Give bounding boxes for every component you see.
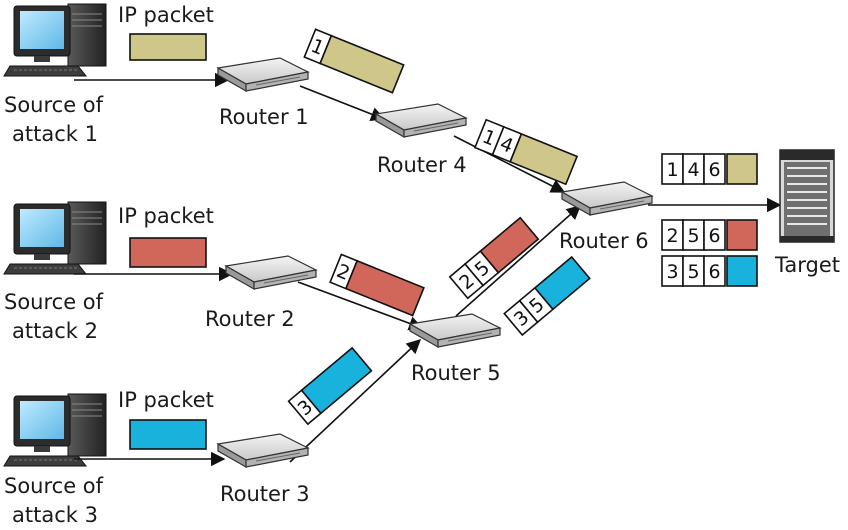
link-router1-router4 xyxy=(299,85,386,121)
marked-packet: 14 xyxy=(473,118,579,186)
transit-packets: 1 14 2 25 3 35 xyxy=(287,28,591,426)
router-4: Router 4 xyxy=(375,103,467,177)
target-label: Target xyxy=(774,253,840,277)
router-mark: 4 xyxy=(687,159,699,181)
router-icon xyxy=(217,433,309,468)
router-1: Router 1 xyxy=(217,57,309,129)
router-label: Router 1 xyxy=(219,105,309,129)
packet-body xyxy=(726,255,758,287)
source-label-line2: attack 1 xyxy=(12,122,98,146)
router-2: Router 2 xyxy=(205,255,317,331)
packet-body xyxy=(726,219,758,251)
router-mark: 6 xyxy=(708,225,720,247)
ip-packet-label: IP packet xyxy=(118,3,214,27)
packet-body xyxy=(300,346,373,415)
link-router2-router5 xyxy=(297,281,424,331)
packet-body xyxy=(319,34,405,94)
packet-body xyxy=(533,255,591,311)
ip-packet-label: IP packet xyxy=(118,204,214,228)
source-1: Source of attack 1 IP packet xyxy=(3,3,214,146)
mark-cell xyxy=(703,219,726,251)
router-mark: 6 xyxy=(708,261,720,283)
computer-icon xyxy=(3,393,107,467)
ip-packet xyxy=(129,237,207,268)
mark-cell xyxy=(703,255,726,287)
source-label-line2: attack 3 xyxy=(12,503,98,527)
computer-icon xyxy=(3,201,107,275)
router-icon xyxy=(409,313,501,348)
router-label: Router 4 xyxy=(377,153,467,177)
source-3: Source of attack 3 IP packet xyxy=(3,388,214,527)
router-icon xyxy=(217,57,309,92)
link-router5-router6 xyxy=(455,205,582,317)
router-6: Router 6 xyxy=(559,181,653,253)
packet-body xyxy=(509,132,579,186)
ip-packet-label: IP packet xyxy=(118,388,214,412)
source-label-line1: Source of xyxy=(4,93,104,117)
computer-icon xyxy=(3,3,107,77)
ip-packet xyxy=(129,33,207,61)
packet-body xyxy=(344,259,425,317)
router-mark: 6 xyxy=(708,159,720,181)
marked-packet: 3 xyxy=(287,346,373,426)
router-3: Router 3 xyxy=(217,433,310,506)
marked-packet: 35 xyxy=(503,255,591,337)
router-label: Router 5 xyxy=(411,361,501,385)
router-icon xyxy=(375,103,467,138)
router-mark: 5 xyxy=(687,225,699,247)
packet-body xyxy=(726,153,758,185)
mark-cell xyxy=(703,153,726,185)
router-label: Router 6 xyxy=(559,229,649,253)
link-router3-router5 xyxy=(289,339,422,463)
router-5: Router 5 xyxy=(409,313,501,385)
packet-body xyxy=(479,216,540,274)
marked-packet: 1 xyxy=(303,28,405,94)
source-2: Source of attack 2 IP packet xyxy=(3,201,214,343)
server-icon xyxy=(779,149,835,243)
source-label-line1: Source of xyxy=(4,290,104,314)
router-mark: 5 xyxy=(687,261,699,283)
router-label: Router 3 xyxy=(220,482,310,506)
marked-packet: 2 xyxy=(329,253,425,317)
router-mark: 3 xyxy=(666,261,678,283)
source-label-line2: attack 2 xyxy=(12,319,98,343)
router-label: Router 2 xyxy=(205,307,295,331)
ip-packet xyxy=(129,419,207,450)
router-mark: 1 xyxy=(666,159,678,181)
source-label-line1: Source of xyxy=(4,474,104,498)
links xyxy=(74,72,782,467)
router-mark: 2 xyxy=(666,225,678,247)
marked-packet: 25 xyxy=(448,216,540,300)
link-router4-router6 xyxy=(453,135,566,193)
